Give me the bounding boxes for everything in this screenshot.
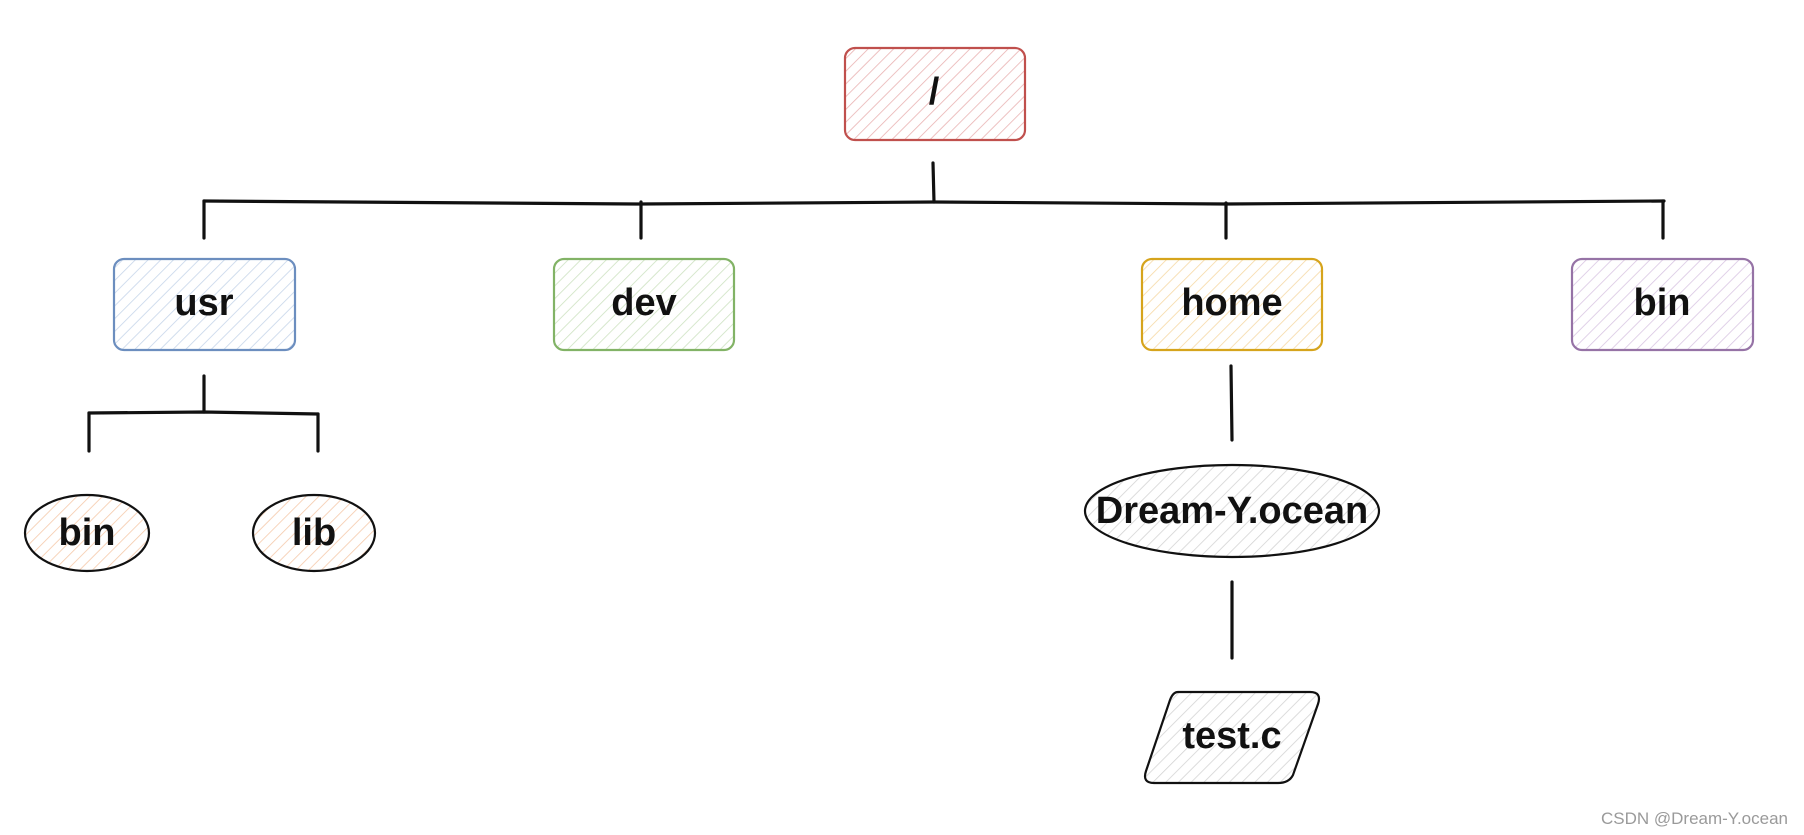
node-dev-label: dev xyxy=(611,282,676,324)
node-usr-box xyxy=(112,257,297,352)
node-root-label: / xyxy=(929,71,940,113)
watermark: CSDN @Dream-Y.ocean xyxy=(1600,809,1788,828)
node-bin-root-label: bin xyxy=(1634,282,1691,324)
node-usr-lib: lib xyxy=(251,493,377,573)
node-file-label: test.c xyxy=(1182,715,1281,757)
node-usr-bin: bin xyxy=(23,493,151,573)
edge-root-stem xyxy=(931,161,936,204)
edge-usr-bus xyxy=(87,410,320,416)
node-bin-root: bin xyxy=(1570,257,1755,352)
node-file: test.c xyxy=(1143,690,1321,785)
edges xyxy=(87,161,1666,660)
node-home-box xyxy=(1140,257,1324,352)
edge-root-bus xyxy=(202,199,1666,206)
node-dev: dev xyxy=(552,257,736,352)
edge-home-user xyxy=(1229,364,1234,442)
node-user-dir: Dream-Y.ocean xyxy=(1083,463,1381,559)
node-usr-bin-ellipse xyxy=(23,493,151,573)
node-root-box xyxy=(843,46,1027,142)
node-usr: usr xyxy=(112,257,297,352)
node-home-label: home xyxy=(1181,282,1282,324)
node-user-dir-ellipse xyxy=(1083,463,1381,559)
node-dev-box xyxy=(552,257,736,352)
node-usr-label: usr xyxy=(174,282,233,324)
node-usr-bin-label: bin xyxy=(59,512,116,554)
node-home: home xyxy=(1140,257,1324,352)
node-root: / xyxy=(843,46,1027,142)
node-usr-lib-ellipse xyxy=(251,493,377,573)
node-usr-lib-label: lib xyxy=(292,512,336,554)
node-file-parallelogram xyxy=(1143,690,1321,785)
node-user-dir-label: Dream-Y.ocean xyxy=(1096,490,1368,532)
node-bin-root-box xyxy=(1570,257,1755,352)
